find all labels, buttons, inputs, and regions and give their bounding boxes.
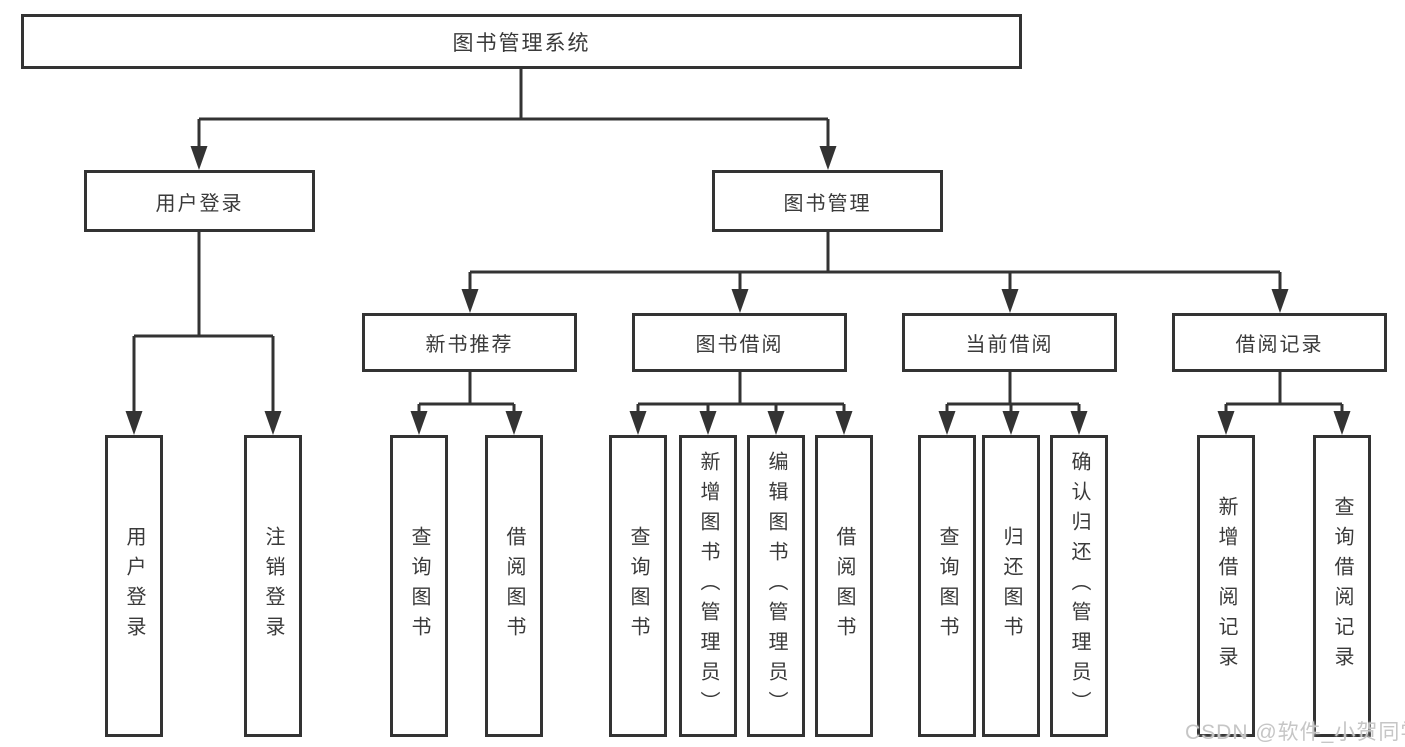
arrowhead: [410, 411, 428, 435]
arrowhead: [629, 411, 647, 435]
arrowhead: [1217, 411, 1235, 435]
node-borrow-record: 借阅记录: [1172, 313, 1387, 372]
node-record-search: 查询借阅记录: [1313, 435, 1371, 737]
node-newbook-borrow: 借阅图书: [485, 435, 543, 737]
arrowhead: [938, 411, 956, 435]
arrowhead: [1002, 411, 1020, 435]
node-root-label: 图书管理系统: [452, 31, 591, 55]
connector-path: [132, 69, 1344, 411]
node-book-borrow-label: 图书借阅: [695, 334, 784, 356]
arrowhead: [699, 411, 717, 435]
node-new-book-recommend-label: 新书推荐: [425, 334, 514, 356]
node-record-add: 新增借阅记录: [1197, 435, 1255, 737]
node-current-confirm-admin: 确认归还（管理员）: [1050, 435, 1108, 737]
node-borrow-add-admin: 新增图书（管理员）: [679, 435, 737, 737]
node-current-return: 归还图书: [982, 435, 1040, 737]
node-root: 图书管理系统: [21, 14, 1022, 69]
node-borrow-record-label: 借阅记录: [1235, 334, 1324, 356]
node-user-login: 用户登录: [105, 435, 163, 737]
node-newbook-search-label: 查询图书: [408, 526, 430, 646]
node-borrow-edit-admin-label: 编辑图书（管理员）: [765, 451, 787, 721]
node-current-search-label: 查询图书: [936, 526, 958, 646]
arrowhead: [125, 411, 143, 435]
node-book-management: 图书管理: [712, 170, 943, 232]
arrowhead: [731, 289, 749, 313]
node-book-borrow: 图书借阅: [632, 313, 847, 372]
arrowhead: [1001, 289, 1019, 313]
node-user-login-label: 用户登录: [123, 526, 145, 646]
node-borrow-search-label: 查询图书: [627, 526, 649, 646]
node-book-management-label: 图书管理: [783, 192, 872, 215]
arrowhead: [190, 146, 208, 170]
node-logout: 注销登录: [244, 435, 302, 737]
node-current-borrow-label: 当前借阅: [965, 334, 1054, 356]
node-borrow-book-label: 借阅图书: [833, 526, 855, 646]
node-current-confirm-admin-label: 确认归还（管理员）: [1068, 451, 1090, 721]
arrowhead: [1333, 411, 1351, 435]
node-borrow-add-admin-label: 新增图书（管理员）: [697, 451, 719, 721]
node-record-add-label: 新增借阅记录: [1215, 496, 1237, 676]
watermark: CSDN @软件_小贺同学: [1185, 721, 1405, 744]
node-record-search-label: 查询借阅记录: [1331, 496, 1353, 676]
arrowhead: [1271, 289, 1289, 313]
node-current-borrow: 当前借阅: [902, 313, 1117, 372]
node-current-search: 查询图书: [918, 435, 976, 737]
node-newbook-search: 查询图书: [390, 435, 448, 737]
node-user-login-module-label: 用户登录: [155, 192, 244, 215]
node-newbook-borrow-label: 借阅图书: [503, 526, 525, 646]
node-borrow-edit-admin: 编辑图书（管理员）: [747, 435, 805, 737]
arrowhead: [767, 411, 785, 435]
node-new-book-recommend: 新书推荐: [362, 313, 577, 372]
arrowhead: [819, 146, 837, 170]
node-user-login-module: 用户登录: [84, 170, 315, 232]
arrowhead: [835, 411, 853, 435]
arrowhead: [1070, 411, 1088, 435]
node-borrow-search: 查询图书: [609, 435, 667, 737]
arrowhead: [505, 411, 523, 435]
node-current-return-label: 归还图书: [1000, 526, 1022, 646]
arrowhead: [461, 289, 479, 313]
node-logout-label: 注销登录: [262, 526, 284, 646]
node-borrow-book: 借阅图书: [815, 435, 873, 737]
arrowheads: [125, 146, 1351, 435]
arrowhead: [264, 411, 282, 435]
